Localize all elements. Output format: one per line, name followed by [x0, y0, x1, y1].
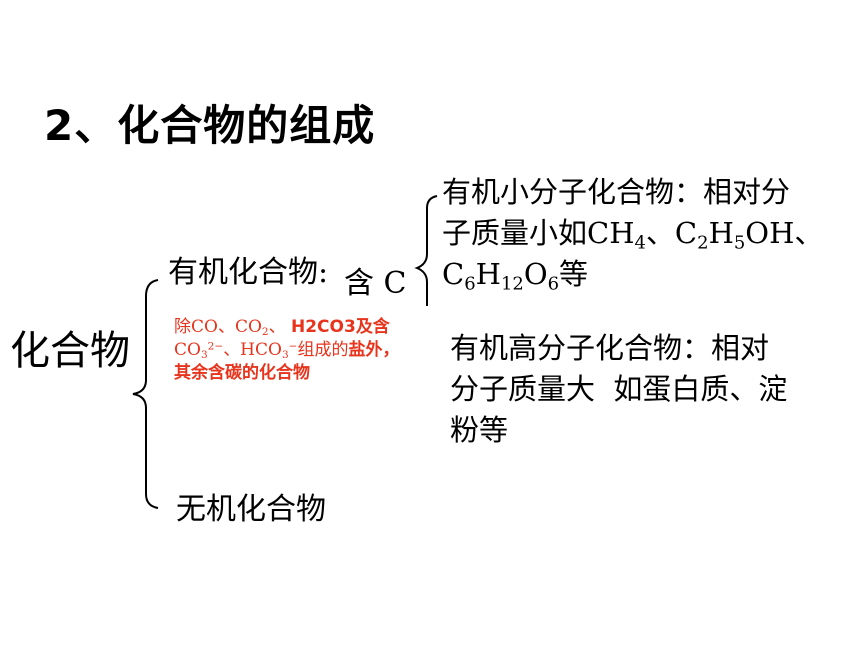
page-title: 2、化合物的组成 [44, 101, 376, 150]
main-brace [132, 279, 159, 509]
organic-compound-label: 有机化合物: [168, 255, 329, 290]
small-molecule-organic-node: 有机小分子化合物：相对分 子质量小如CH4、C2H5OH、 C6H12O6等 [442, 175, 824, 295]
inorganic-compound-label: 无机化合物 [176, 492, 326, 527]
root-node-compound: 化合物 [10, 328, 130, 374]
contains-carbon-label: 含 C [344, 266, 407, 301]
organic-brace [414, 195, 438, 306]
macromolecule-organic-node: 有机高分子化合物：相对 分子质量大 如蛋白质、淀 粉等 [450, 331, 788, 447]
organic-definition-note: 除CO、CO2、 H2CO3及含 CO32−、HCO3−组成的盐外， 其余含碳的… [174, 317, 400, 383]
